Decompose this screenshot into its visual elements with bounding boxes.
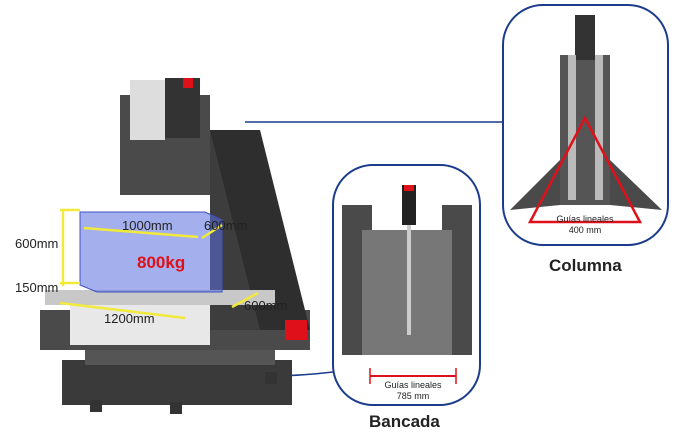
column-guide-title: Guías lineales — [556, 214, 614, 224]
workspace-z-dimension: 600mm — [15, 236, 59, 251]
max-load-label: 800kg — [137, 253, 186, 272]
bed-guide-label: Guías lineales 785 mm — [368, 380, 458, 402]
column-guide-label: Guías lineales 400 mm — [540, 214, 630, 236]
bed-guide-title: Guías lineales — [384, 380, 442, 390]
dimension-arrows — [59, 208, 259, 320]
machining-center-illustration — [40, 78, 310, 414]
table-length-dimension: 1200mm — [104, 311, 155, 326]
base-height-dimension: 150mm — [15, 280, 59, 295]
bed-illustration — [342, 185, 472, 384]
workspace-x-dimension: 1000mm — [122, 218, 173, 233]
workspace-y-dimension: 600mm — [204, 218, 248, 233]
column-guide-value: 400 mm — [568, 225, 602, 235]
bed-caption: Bancada — [369, 412, 440, 431]
bed-guide-value: 785 mm — [396, 391, 430, 401]
work-envelope — [79, 211, 223, 293]
table-width-dimension: 600mm — [244, 298, 288, 313]
column-caption: Columna — [549, 256, 622, 275]
column-illustration — [510, 15, 662, 224]
